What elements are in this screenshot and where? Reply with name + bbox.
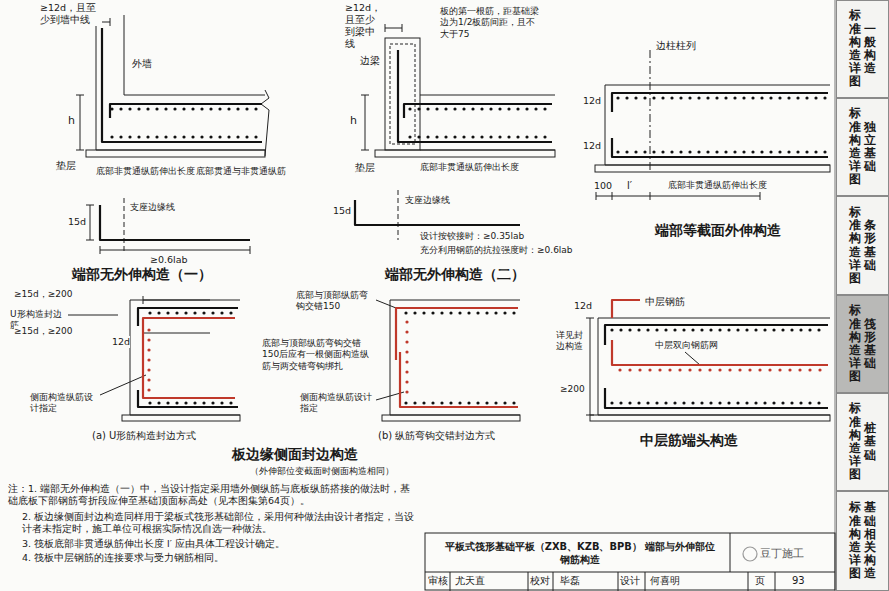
tab-category: 桩基础 bbox=[864, 422, 876, 462]
dimension: ≥15d，≥200 bbox=[14, 289, 72, 300]
title-cell: 页 bbox=[755, 575, 765, 588]
bar-note: 侧面构造纵筋设计指定 bbox=[30, 392, 100, 415]
tab-category: 筏形基础 bbox=[864, 318, 876, 371]
dimension: 12d bbox=[583, 95, 601, 107]
section-tab: 标准构造详图基础相关构造 bbox=[836, 491, 889, 591]
bar-note: 中层双向钢筋网 bbox=[655, 340, 718, 351]
bar-note: 底部与顶部纵筋弯钩交错150后应有一根侧面构造纵筋与两交错弯钩绑扎 bbox=[262, 338, 374, 372]
figure-caption: 端部等截面外伸构造 bbox=[655, 222, 781, 240]
title-cell: 毕磊 bbox=[560, 575, 580, 588]
figure-caption: 板边缘侧面封边构造 bbox=[232, 446, 358, 464]
bar-note: 侧面构造纵筋设计指定 bbox=[300, 392, 374, 415]
tab-category: 一般构造 bbox=[864, 23, 876, 76]
title-cell: 设计 bbox=[620, 575, 640, 588]
bar-note: 底部非贯通纵筋伸出长度 bbox=[420, 162, 519, 173]
bar-note: 底部非贯通纵筋伸出长度 bbox=[96, 166, 195, 177]
section-tab: 标准构造详图条形基础 bbox=[836, 196, 889, 295]
dimension: 12d bbox=[112, 336, 130, 348]
sub-caption: (a) U形筋构造封边方式 bbox=[92, 430, 196, 443]
anchorage-note: 设计按铰接时：≥0.35lab bbox=[420, 231, 524, 242]
dimension-note: ≥12d，且至少到墙中线 bbox=[40, 2, 102, 26]
bar-note: 底部贯通与非贯通纵筋 bbox=[196, 166, 286, 177]
tab-heading: 标准构造详图 bbox=[849, 9, 861, 88]
dimension: h bbox=[350, 114, 357, 128]
dimension: h bbox=[68, 114, 75, 128]
part-name: 边梁 bbox=[360, 55, 380, 67]
title-block: 平板式筏形基础平板（ZXB、KZB、BPB） 端部与外伸部位钢筋构造 bbox=[440, 535, 720, 571]
tab-category: 独立基础 bbox=[864, 121, 876, 174]
figure-caption: 中层筋端头构造 bbox=[640, 432, 738, 450]
section-tab: 标准构造详图独立基础 bbox=[836, 98, 889, 196]
figure-caption: 端部无外伸构造（二） bbox=[385, 266, 525, 284]
part-name: 外墙 bbox=[132, 58, 152, 71]
anchorage-note: 充分利用钢筋的抗拉强度时：≥0.6lab bbox=[420, 245, 573, 256]
dimension: ≥0.6lab bbox=[150, 254, 188, 266]
tab-category: 条形基础 bbox=[864, 219, 876, 272]
page-number: 93 bbox=[792, 575, 805, 588]
tab-heading: 标准构造详图 bbox=[849, 402, 861, 481]
dimension: 15d bbox=[333, 205, 351, 217]
dimension: 100 bbox=[594, 180, 612, 192]
part-name: 垫层 bbox=[56, 160, 76, 172]
tab-heading: 标准构造详图 bbox=[849, 107, 861, 186]
bar-note: 底部与顶部纵筋弯钩交错150 bbox=[296, 290, 376, 313]
bar-note: 板的第一根筋，距基础梁边为1/2板筋间距，且不大于75 bbox=[440, 6, 540, 40]
line-name: 支座边缘线 bbox=[405, 195, 450, 206]
figure-caption: 端部无外伸构造（一） bbox=[72, 266, 212, 284]
note-text: 注：1. 端部无外伸构造（一）中，当设计指定采用墙外侧纵筋与底板纵筋搭接的做法时… bbox=[8, 483, 420, 507]
caption-note: （外伸部位变截面时侧面构造相同） bbox=[250, 466, 394, 477]
title-cell: 审核 bbox=[428, 575, 448, 588]
reference-note: 详见封边构造 bbox=[556, 330, 586, 353]
line-name: 边柱柱列 bbox=[656, 40, 696, 52]
note-text: 2. 板边缘侧面封边构造同样用于梁板式筏形基础部位，采用何种做法由设计者指定，当… bbox=[22, 511, 420, 535]
dimension-note: ≥12d，且至少到梁中线 bbox=[345, 2, 381, 50]
tab-heading: 标准构造详图 bbox=[849, 304, 861, 383]
title-cell: 尤天直 bbox=[455, 575, 485, 588]
title-cell: 何喜明 bbox=[650, 575, 680, 588]
note-text: 3. 筏板底部非贯通纵筋伸出长度 l′ 应由具体工程设计确定。 bbox=[22, 538, 420, 550]
bar-note: 底部非贯通纵筋伸出长度 bbox=[668, 180, 767, 191]
tab-heading: 标准构造详图 bbox=[849, 501, 861, 580]
tab-heading: 标准构造详图 bbox=[849, 206, 861, 285]
dimension: ≥15d，≥200 bbox=[14, 326, 72, 337]
dimension: 15d bbox=[68, 216, 86, 228]
section-tab: 标准构造详图桩基础 bbox=[836, 393, 889, 491]
dimension: 12d bbox=[574, 300, 592, 312]
note-text: 4. 筏板中层钢筋的连接要求与受力钢筋相同。 bbox=[22, 552, 420, 564]
watermark: 豆丁施工 bbox=[760, 547, 804, 561]
section-tab: 标准构造详图一般构造 bbox=[836, 0, 889, 98]
section-tab: 标准构造详图筏形基础 bbox=[836, 295, 889, 393]
line-name: 支座边缘线 bbox=[130, 202, 175, 213]
drawing-title: 平板式筏形基础平板（ZXB、KZB、BPB） 端部与外伸部位钢筋构造 bbox=[440, 540, 720, 567]
dimension: l′ bbox=[627, 180, 632, 193]
dimension: 12d bbox=[583, 140, 601, 152]
title-cell: 校对 bbox=[530, 575, 550, 588]
dimension: ≥200 bbox=[560, 384, 585, 395]
tab-category: 基础相关构造 bbox=[864, 501, 876, 580]
sub-caption: (b) 纵筋弯钩交错封边方式 bbox=[378, 430, 495, 443]
bar-note: 中层钢筋 bbox=[645, 296, 685, 308]
part-name: 垫层 bbox=[355, 162, 375, 174]
